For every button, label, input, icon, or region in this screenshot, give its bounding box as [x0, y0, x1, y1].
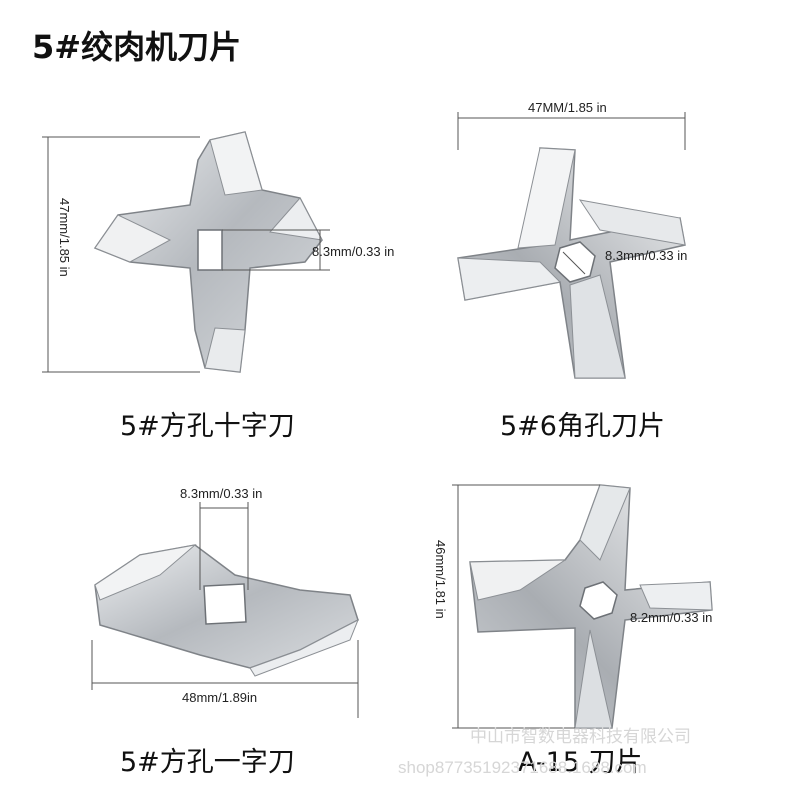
panel-3-width-dimension: 48mm/1.89in [182, 690, 258, 705]
dimension-lines-panel-2 [457, 112, 686, 275]
panel-1-height-dimension: 47mm/1.85 in [57, 198, 72, 277]
panel-4-caption: A-15 刀片 [518, 747, 643, 778]
panel-3-hole-dimension: 8.3mm/0.33 in [180, 486, 263, 501]
panel-2-width-dimension: 47MM/1.85 in [528, 100, 607, 115]
panel-4-height-dimension: 46mm/1.81 in [433, 540, 448, 619]
dimension-lines-panel-3 [91, 502, 359, 718]
panel-1-hole-dimension: 8.3mm/0.33 in [312, 244, 395, 259]
panel-4-hole-dimension: 8.2mm/0.33 in [630, 610, 713, 625]
dimension-lines-panel-1 [42, 136, 330, 373]
dimension-lines-panel-4 [452, 484, 600, 729]
panel-2-caption: 5#6角孔刀片 [500, 411, 665, 442]
cross-blade-square-hole-image [93, 131, 323, 373]
panel-3-caption: 5#方孔一字刀 [120, 747, 295, 778]
watermark-shop-url: shop87735192371688.1688.com [398, 758, 647, 777]
panel-2-hole-dimension: 8.3mm/0.33 in [605, 248, 688, 263]
page-title: 5#绞肉机刀片 [32, 28, 242, 66]
hex-hole-blade-image [457, 147, 686, 379]
straight-blade-square-hole-image [94, 544, 359, 677]
a15-blade-image [469, 484, 713, 729]
watermark-company: 中山市智数电器科技有限公司 [470, 727, 691, 746]
panel-1-caption: 5#方孔十字刀 [120, 411, 295, 442]
